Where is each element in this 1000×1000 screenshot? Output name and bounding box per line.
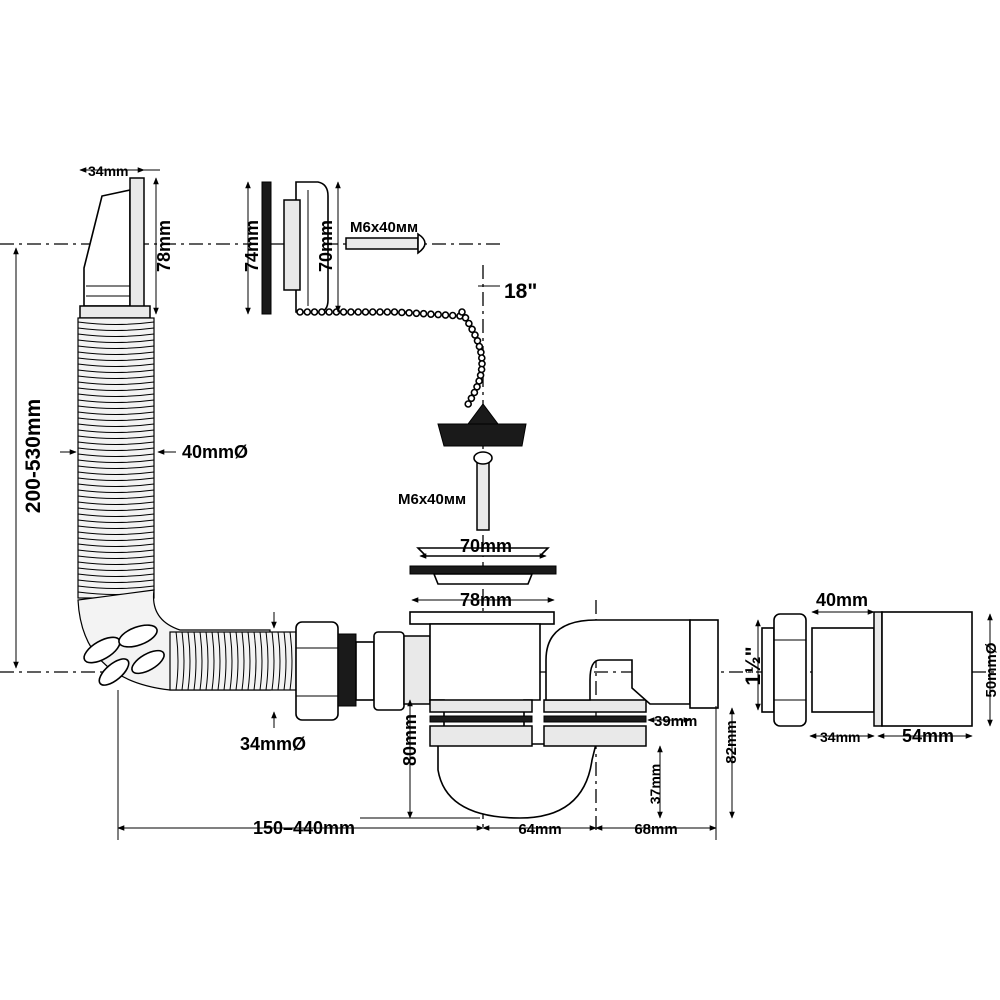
plug-chain	[296, 308, 486, 408]
left-union-nut	[295, 621, 431, 721]
top-screw	[345, 232, 426, 255]
label-lower-screw: M6x40мм	[398, 491, 466, 508]
dimension-labels: 34mm 78mm 74mm 70mm M6x40мм 18" 200-530m…	[22, 163, 1000, 838]
corrugated-hose-horizontal	[169, 631, 297, 691]
trap-body	[409, 611, 719, 819]
label-trap-height-82: 82mm	[723, 720, 740, 763]
label-pipe-thread: 1½"	[742, 646, 765, 685]
label-top-screw: M6x40мм	[350, 219, 418, 236]
dimension-lines	[13, 167, 993, 840]
label-adapter-34: 34mm	[820, 729, 860, 745]
corrugated-hose-vertical	[77, 317, 155, 599]
label-adapter-40: 40mm	[816, 590, 868, 610]
label-hose-small-diameter: 34mmØ	[240, 734, 306, 754]
label-adapter-54: 54mm	[902, 726, 954, 746]
label-cover-height: 70mm	[316, 220, 336, 272]
label-height-range: 200-530mm	[22, 399, 45, 513]
rubber-plug	[437, 403, 527, 447]
label-dim-39: 39mm	[654, 713, 697, 730]
label-chain-length: 18"	[504, 280, 537, 303]
plug-cover	[283, 181, 329, 313]
plug-gasket	[261, 181, 272, 315]
label-grate-diameter: 70mm	[460, 536, 512, 556]
label-outlet-diameter: 50mmØ	[983, 642, 1000, 697]
outlet-adapter	[761, 611, 973, 727]
label-flange-diameter: 78mm	[460, 590, 512, 610]
label-dim-37: 37mm	[647, 764, 663, 804]
label-dim-68: 68mm	[634, 821, 677, 838]
label-length-range: 150–440mm	[253, 818, 355, 838]
overflow-head	[79, 177, 151, 319]
label-overflow-height: 78mm	[154, 220, 174, 272]
lower-screw	[473, 451, 493, 531]
label-gasket-height: 74mm	[242, 220, 262, 272]
label-hose-diameter: 40mmØ	[182, 442, 248, 462]
label-dim-64: 64mm	[518, 821, 561, 838]
label-overflow-depth: 34mm	[88, 163, 128, 179]
label-trap-height-80: 80mm	[400, 714, 420, 766]
